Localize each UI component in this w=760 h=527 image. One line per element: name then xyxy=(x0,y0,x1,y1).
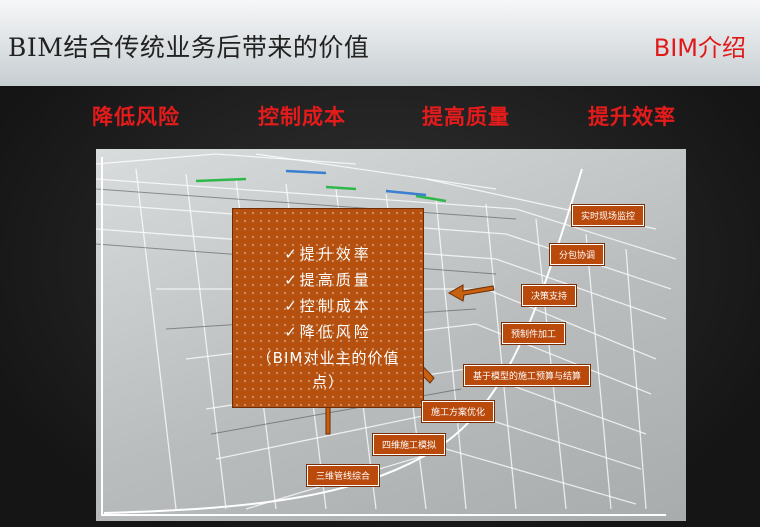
panel-line-cost: ✓控制成本 xyxy=(284,297,372,315)
label-prefab-processing: 预制件加工 xyxy=(502,323,566,344)
panel-line-quality: ✓提高质量 xyxy=(284,271,372,289)
panel-note-line2: 点） xyxy=(311,373,344,391)
slide-title: BIM结合传统业务后带来的价值 xyxy=(8,33,370,62)
label-3d-pipeline-integration: 三维管线综合 xyxy=(307,465,380,486)
keyword-reduce-risk: 降低风险 xyxy=(92,105,180,129)
keyword-control-cost: 控制成本 xyxy=(258,105,346,129)
panel-line-efficiency: ✓提升效率 xyxy=(284,245,372,263)
label-model-budget-settlement: 基于模型的施工预算与结算 xyxy=(464,365,591,386)
label-4d-construction-simulation: 四维施工模拟 xyxy=(373,434,446,455)
label-subcontract-coordination: 分包协调 xyxy=(550,244,605,265)
panel-line-risk: ✓降低风险 xyxy=(284,323,372,341)
label-decision-support: 决策支持 xyxy=(522,285,577,306)
keyword-improve-efficiency: 提升效率 xyxy=(588,105,676,129)
keyword-improve-quality: 提高质量 xyxy=(422,105,510,129)
panel-note-line1: （BIM对业主的价值 xyxy=(256,349,400,367)
owner-value-panel: ✓提升效率 ✓提高质量 ✓控制成本 ✓降低风险 （BIM对业主的价值 点） xyxy=(232,208,424,408)
label-site-monitoring: 实时现场监控 xyxy=(572,205,645,226)
label-construction-plan-optimization: 施工方案优化 xyxy=(422,401,495,422)
section-tag: BIM介绍 xyxy=(653,34,746,62)
header-bar: BIM结合传统业务后带来的价值 BIM介绍 xyxy=(0,0,760,87)
